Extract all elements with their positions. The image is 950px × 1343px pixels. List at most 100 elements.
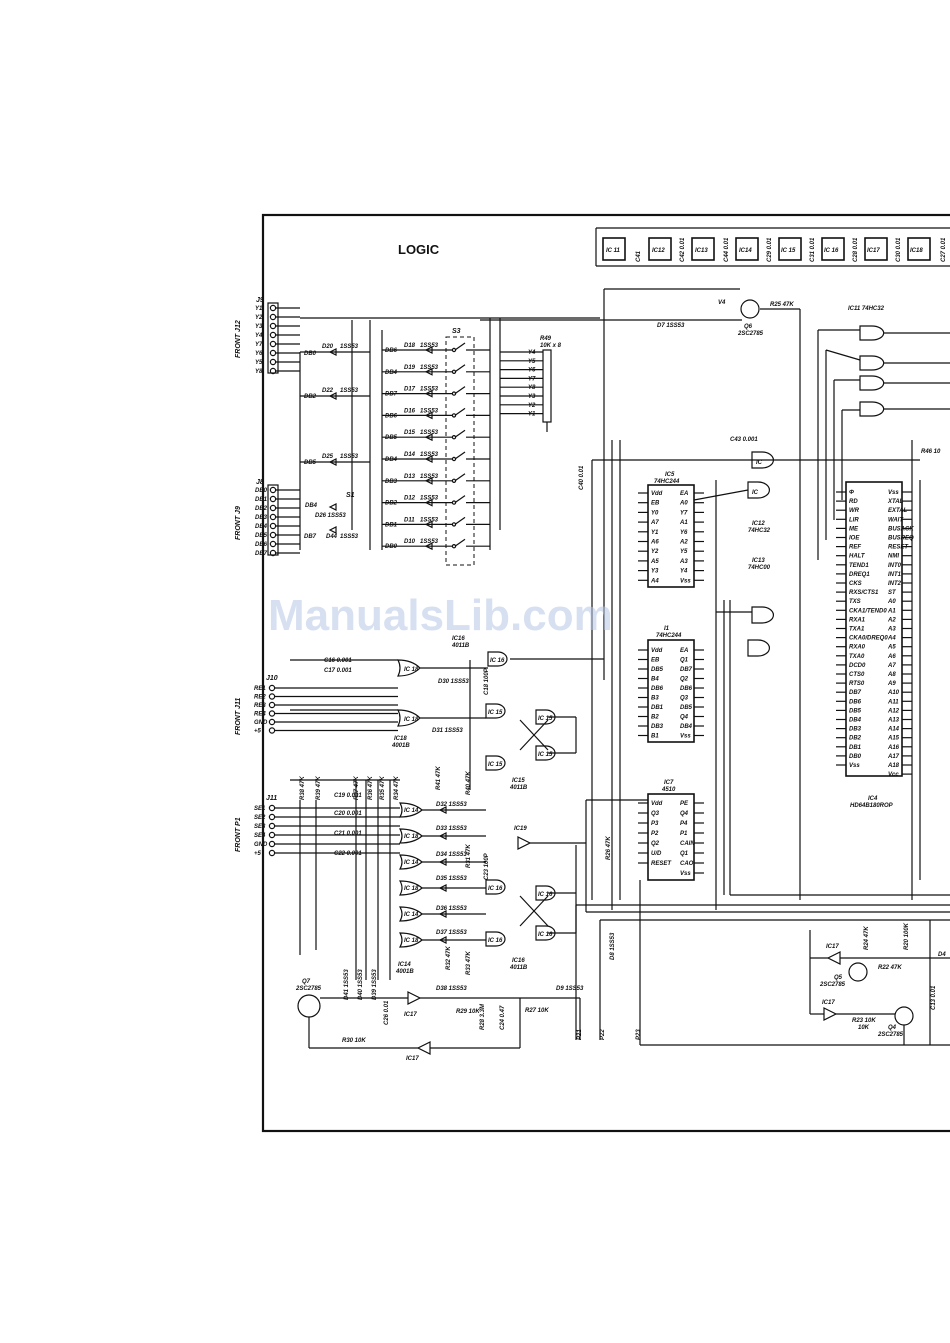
svg-text:A18: A18 xyxy=(887,763,900,769)
svg-text:IC18: IC18 xyxy=(910,248,923,254)
svg-text:RE2: RE2 xyxy=(254,695,266,701)
bottom-driver-section: Q7 2SC2785 D41 1SS53 D40 1SS53 D39 1SS53… xyxy=(295,969,584,1062)
svg-text:1SS53: 1SS53 xyxy=(420,343,439,349)
svg-text:B1: B1 xyxy=(651,734,659,740)
svg-text:XTAL: XTAL xyxy=(887,499,904,505)
ic1-pin-l0: Vdd xyxy=(638,648,663,654)
ic5-buffer: IC5 74HC244 VddEBY0A7Y1A6Y2A5Y3A4EAA0Y7A… xyxy=(579,437,920,900)
svg-text:D33 1SS53: D33 1SS53 xyxy=(436,826,467,832)
svg-text:A0: A0 xyxy=(679,501,688,507)
svg-text:A5: A5 xyxy=(650,559,659,565)
svg-text:DB4: DB4 xyxy=(849,718,862,724)
svg-text:RXA0: RXA0 xyxy=(849,645,866,651)
ic4-pin-r2: EXTAL xyxy=(888,508,912,514)
svg-text:Q4: Q4 xyxy=(680,811,689,817)
ic4-pin-r26: A14 xyxy=(887,727,912,733)
svg-text:WR: WR xyxy=(849,508,860,514)
svg-text:4001B: 4001B xyxy=(395,969,414,975)
svg-text:PE: PE xyxy=(680,801,689,807)
ic4-pin-l5: IOE xyxy=(836,536,860,542)
svg-text:TXA0: TXA0 xyxy=(849,654,865,660)
svg-text:A0: A0 xyxy=(887,599,896,605)
svg-text:Φ: Φ xyxy=(849,490,854,496)
svg-text:1SS53: 1SS53 xyxy=(420,496,439,502)
ic5-pin-l8: Y3 xyxy=(638,569,659,575)
svg-text:CKS: CKS xyxy=(849,581,862,587)
svg-text:DB6: DB6 xyxy=(680,686,693,692)
svg-text:IC5: IC5 xyxy=(665,472,675,478)
svg-text:BUSACK: BUSACK xyxy=(888,526,914,532)
ic4-pin-r9: INT1 xyxy=(888,572,912,578)
svg-text:D38 1SS53: D38 1SS53 xyxy=(436,986,467,992)
svg-text:RESET: RESET xyxy=(888,545,909,551)
svg-text:D34 1SS53: D34 1SS53 xyxy=(436,852,467,858)
svg-text:DB6: DB6 xyxy=(385,413,398,419)
ic5-pin-l7: A5 xyxy=(638,559,659,565)
svg-text:Q6: Q6 xyxy=(744,324,753,330)
svg-text:SE2: SE2 xyxy=(254,815,266,821)
svg-text:DB1: DB1 xyxy=(255,497,268,503)
ic4-pin-l6: REF xyxy=(836,545,861,551)
svg-text:Y7: Y7 xyxy=(680,510,688,516)
svg-text:1SS53: 1SS53 xyxy=(340,344,359,350)
ic5-pin-l4: Y1 xyxy=(638,530,659,536)
svg-text:A3: A3 xyxy=(679,559,688,565)
ic1-pin-r3: Q2 xyxy=(680,677,704,683)
svg-text:2SC2785: 2SC2785 xyxy=(295,986,322,992)
svg-text:C41: C41 xyxy=(636,250,642,262)
logic-title: LOGIC xyxy=(398,242,440,257)
svg-text:ME: ME xyxy=(849,526,859,532)
ic1-pin-r9: Vss xyxy=(680,734,704,740)
svg-text:IC 11: IC 11 xyxy=(606,248,621,254)
svg-text:IC17: IC17 xyxy=(826,944,839,950)
svg-text:A1: A1 xyxy=(887,608,896,614)
j8-pin-db7: DB7 xyxy=(255,549,300,557)
j8-pin-db6: DB6 xyxy=(255,540,300,548)
svg-text:RE4: RE4 xyxy=(254,712,266,718)
reset-driver-section: IC17 R24 47K R20 100K Q5 2SC2785 R22 47K… xyxy=(809,920,950,1045)
ic4-pin-l7: HALT xyxy=(836,554,866,560)
svg-text:DB1: DB1 xyxy=(385,522,398,528)
ic1-pin-r0: EA xyxy=(680,648,704,654)
ic4-pin-r30: A18 xyxy=(887,763,912,769)
svg-text:Vss: Vss xyxy=(888,490,899,496)
ic1-pin-l1: EB xyxy=(638,658,660,664)
svg-text:+5: +5 xyxy=(254,851,262,857)
r49-pin-y7: Y7 xyxy=(500,376,543,382)
svg-text:IC 16: IC 16 xyxy=(488,886,503,892)
svg-text:1SS53: 1SS53 xyxy=(420,474,439,480)
counter-ic7: IC7 4510 VddQ3P3P2Q2U/DRESETPEQ4P4P1CAIN… xyxy=(638,780,704,881)
svg-text:4011B: 4011B xyxy=(509,785,528,791)
svg-text:RTS0: RTS0 xyxy=(849,681,865,687)
ic4-pin-r6: RESET xyxy=(888,545,912,551)
svg-text:Y1: Y1 xyxy=(528,412,536,418)
svg-text:D17: D17 xyxy=(404,387,416,393)
svg-text:IC: IC xyxy=(752,490,759,496)
top-ic-12: IC12 xyxy=(648,237,672,261)
ic4-pin-r5: BUSREQ xyxy=(888,536,914,542)
svg-text:IC14: IC14 xyxy=(739,248,752,254)
svg-text:Y4: Y4 xyxy=(680,569,688,575)
svg-text:D37 1SS53: D37 1SS53 xyxy=(436,930,467,936)
svg-text:4510: 4510 xyxy=(661,787,676,793)
ic1-pin-l9: B1 xyxy=(638,734,659,740)
svg-text:C40 0.01: C40 0.01 xyxy=(579,465,585,490)
svg-text:C16 0.001: C16 0.001 xyxy=(324,658,352,664)
ic4-pin-l2: WR xyxy=(836,508,860,514)
svg-text:C22 0.001: C22 0.001 xyxy=(334,851,362,857)
ic5-pin-r4: Y6 xyxy=(680,530,704,536)
svg-text:IC 18: IC 18 xyxy=(404,886,419,892)
svg-text:IC15: IC15 xyxy=(512,778,525,784)
j9-pin-y7: Y7 xyxy=(255,340,300,348)
svg-text:EA: EA xyxy=(680,491,688,497)
ic4-pin-r7: NMI xyxy=(888,554,912,560)
svg-text:DB6: DB6 xyxy=(255,542,268,548)
ic4-pin-l13: CKA1/TEND0 xyxy=(836,608,887,614)
ic4-pin-l14: RXA1 xyxy=(836,617,866,623)
svg-text:NMI: NMI xyxy=(888,554,899,560)
